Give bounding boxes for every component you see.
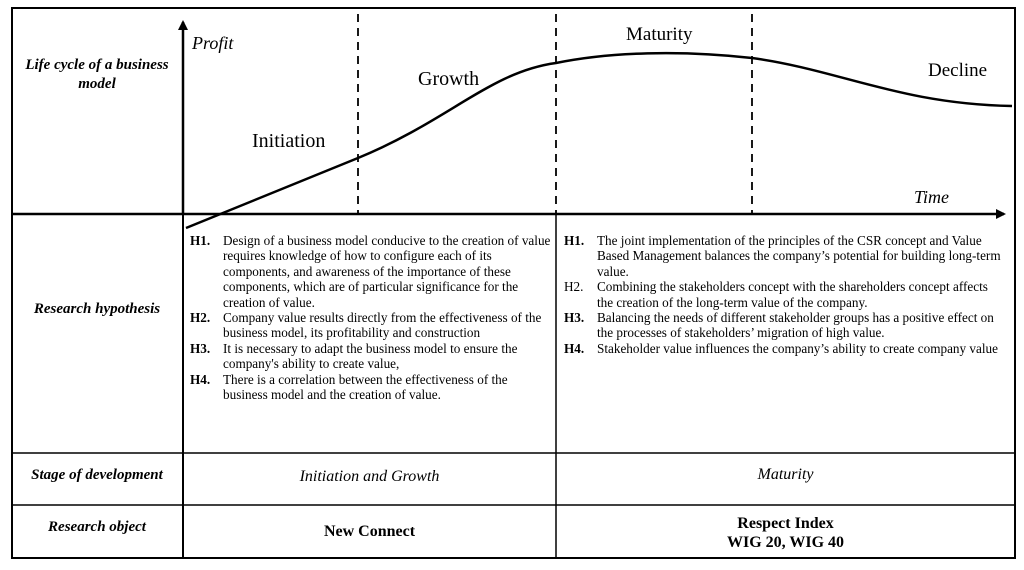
- hypothesis-text: Design of a business model conducive to …: [223, 233, 551, 310]
- time-axis-label: Time: [914, 187, 950, 207]
- stage-label-maturity: Maturity: [626, 24, 693, 45]
- hypothesis-item: H1. Design of a business model conducive…: [190, 233, 554, 310]
- hypothesis-text: Company value results directly from the …: [223, 310, 542, 341]
- hypothesis-item: H4. There is a correlation between the e…: [190, 372, 554, 403]
- life-cycle-curve: [185, 51, 1013, 230]
- hypothesis-text: Combining the stakeholders concept with …: [597, 279, 988, 310]
- hypothesis-text: Stakeholder value influences the company…: [597, 340, 998, 356]
- row-label-research-object: Research object: [48, 519, 146, 535]
- hypothesis-tag: H2.: [564, 279, 584, 295]
- hypothesis-item: H3. Balancing the needs of different sta…: [564, 310, 1004, 341]
- hypothesis-text: Balancing the needs of different stakeho…: [597, 310, 994, 341]
- hypothesis-tag: H1.: [190, 233, 211, 248]
- stage-label-decline: Decline: [928, 60, 988, 81]
- hypothesis-item: H2. Combining the stakeholders concept w…: [564, 279, 1004, 310]
- hypotheses-right: H1. The joint implementation of the prin…: [564, 233, 1004, 356]
- research-object-left: New Connect: [323, 523, 416, 540]
- row-label-research-hypothesis: Research hypothesis: [33, 301, 161, 317]
- row-label-life-cycle: Life cycle of a business model: [25, 57, 169, 92]
- hypotheses-left: H1. Design of a business model conducive…: [190, 233, 554, 402]
- hypothesis-item: H1. The joint implementation of the prin…: [564, 233, 1004, 279]
- hypothesis-tag: H3.: [564, 310, 585, 326]
- outer-frame: [11, 7, 1016, 559]
- research-object-right-line2: WIG 20, WIG 40: [726, 534, 845, 551]
- stage-development-left: Initiation and Growth: [299, 468, 440, 485]
- hypothesis-tag: H4.: [190, 371, 211, 387]
- row-label-stage-of-development: Stage of development: [31, 467, 163, 483]
- hypothesis-tag: H2.: [190, 310, 211, 326]
- research-object-right: Respect Index WIG 20, WIG 40: [556, 514, 1015, 552]
- hypothesis-text: There is a correlation between the effec…: [223, 371, 508, 403]
- profit-axis-label: Profit: [192, 33, 234, 53]
- hypothesis-tag: H4.: [564, 340, 585, 356]
- hypothesis-text: It is necessary to adapt the business mo…: [223, 340, 518, 372]
- hypothesis-item: H4. Stakeholder value influences the com…: [564, 341, 1004, 356]
- research-object-right-line1: Respect Index: [737, 515, 834, 532]
- stage-label-initiation: Initiation: [252, 130, 326, 152]
- hypothesis-item: H3. It is necessary to adapt the busines…: [190, 341, 554, 372]
- hypothesis-text: The joint implementation of the principl…: [597, 233, 1001, 279]
- stage-label-growth: Growth: [418, 68, 480, 90]
- stage-development-right: Maturity: [757, 466, 814, 483]
- hypothesis-tag: H1.: [564, 233, 585, 248]
- hypothesis-tag: H3.: [190, 340, 211, 356]
- hypothesis-item: H2. Company value results directly from …: [190, 310, 554, 341]
